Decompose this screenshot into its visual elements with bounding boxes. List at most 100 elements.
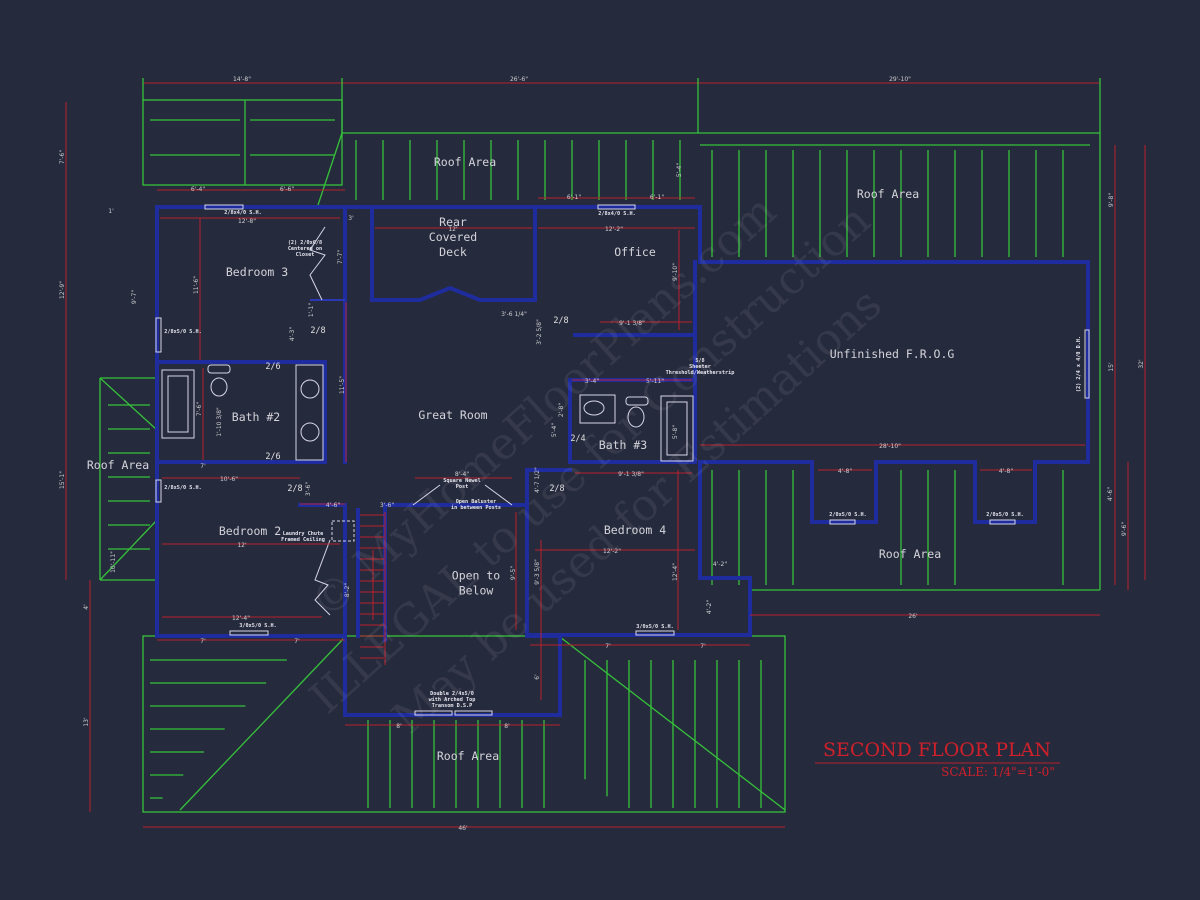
dimension-label: 9'-3 5/8" [534, 559, 541, 585]
dimension-label: 4'-2" [706, 600, 713, 614]
dimension-label: 5'-11" [646, 378, 664, 385]
room-label: Bath #2 [232, 410, 280, 424]
dimension-label: 12'-8" [238, 218, 256, 225]
annotation-note: 2/8x5/0 S.H. [164, 485, 201, 491]
door-size-label: 2/8 [553, 316, 568, 326]
dimension-label: 9'-6" [1121, 522, 1128, 536]
dimension-label: 9'-7" [131, 290, 138, 304]
dimension-label: 6'-1" [650, 194, 664, 201]
annotation-note: 5/8 [695, 358, 704, 364]
room-label: Bedroom 3 [226, 265, 288, 279]
room-label: Covered [429, 230, 477, 244]
dimension-label: 2'-8" [558, 403, 565, 417]
annotation-note: Post [456, 484, 469, 490]
dimension-label: 9'-5" [510, 566, 517, 580]
dimension-label: 6'-1" [567, 194, 581, 201]
annotation-note: (2) 2/0x6/8 [288, 240, 322, 246]
vanity-icon [295, 364, 324, 461]
dimension-label: 12'-4" [672, 563, 679, 581]
room-label: Bedroom 2 [219, 524, 281, 538]
dimension-label: 8'-2" [344, 583, 351, 597]
room-label: Office [614, 245, 656, 259]
dimension-label: 3'-6" [305, 482, 312, 496]
door-size-label: 2/6 [265, 362, 280, 372]
dimension-label: 4'-3" [289, 327, 296, 341]
plan-title: SECOND FLOOR PLAN [823, 739, 1051, 761]
dimension-label: 7' [200, 638, 206, 645]
door-size-label: 2/6 [265, 452, 280, 462]
dimension-label: 12'-9" [59, 281, 66, 299]
dimension-label: 6'-4" [191, 186, 205, 193]
dimension-label: 3'-2 5/8" [536, 319, 543, 345]
dimension-label: 5'-4" [676, 163, 683, 177]
annotation-note: Closet [296, 252, 315, 258]
dimension-label: 10'-11" [110, 551, 117, 573]
door-size-label: 2/4 [570, 434, 585, 444]
dimension-label: 10'-6" [220, 476, 238, 483]
room-label: Roof Area [857, 187, 919, 201]
dimension-label: 7' [605, 643, 611, 650]
room-label: Open to [452, 569, 501, 583]
dimension-label: 7'-6" [196, 402, 203, 416]
annotation-note: Open Baluster [456, 499, 497, 505]
dimension-label: 5'-8" [672, 425, 679, 439]
door-size-label: 2/8 [287, 484, 302, 494]
laundry-chute-icon [331, 520, 355, 542]
dimension-label: 15' [1108, 362, 1115, 372]
dimension-label: 9'-1 3/8" [618, 471, 644, 478]
room-label: Bedroom 4 [604, 523, 666, 537]
dimension-label: 7'-6" [59, 150, 66, 164]
dimension-label: 15'-1" [59, 471, 66, 489]
annotation-note: 2/0x5/0 S.H. [829, 512, 866, 518]
annotation-note: 3/0x5/0 S.H. [636, 624, 673, 630]
dimension-label: 3'-6 1/4" [501, 311, 527, 318]
dimension-label: 26' [908, 613, 918, 620]
dimension-label: 9'-10" [672, 263, 679, 281]
dimension-label: 4'-6" [1107, 487, 1114, 501]
fixtures [155, 204, 1090, 716]
toilet-icon [210, 377, 228, 397]
annotation-note: Transom D.S.P [432, 703, 473, 709]
dimension-label: 3' [348, 215, 354, 222]
dimension-lines [65, 78, 1146, 828]
bathtub-icon [660, 395, 694, 462]
dimension-label: 12' [448, 226, 458, 233]
annotation-note: Centered on [288, 246, 322, 252]
room-label: Great Room [418, 408, 487, 422]
annotation-note: 3/0x5/0 S.H. [239, 623, 276, 629]
dimension-label: 4'-7 1/2" [534, 467, 541, 493]
dimension-label: 3'-6" [380, 502, 394, 509]
dimension-label: 11'-6" [193, 276, 200, 294]
room-label: Roof Area [437, 749, 499, 763]
annotation-note: (2) 2/4 x 4/0 D.H. [1076, 336, 1082, 392]
dimension-label: 11'-5" [339, 376, 346, 394]
dimension-label: 1' [108, 208, 114, 215]
room-label: Deck [439, 245, 467, 259]
dimension-label: 4'-6" [326, 502, 340, 509]
door-size-label: 2/8 [310, 326, 325, 336]
sink-icon [579, 394, 616, 424]
dimension-label: 28'-10" [879, 443, 901, 450]
annotation-note: 2/0x5/0 S.H. [986, 512, 1023, 518]
annotation-note: Framed Ceiling [281, 537, 325, 543]
dimension-label: 4'-8" [838, 468, 852, 475]
dimension-label: 6' [534, 674, 541, 680]
dimension-label: 5'-4" [551, 423, 558, 437]
dimension-label: 6'-6" [280, 186, 294, 193]
dimension-label: 4'-2" [713, 561, 727, 568]
annotation-note: Threshold/Weatherstrip [666, 370, 735, 376]
annotation-note: with Arched Top [429, 697, 476, 703]
annotation-note: Square Newel [443, 478, 480, 484]
dimension-label: 4'-8" [999, 468, 1013, 475]
roof-lines [99, 99, 1101, 813]
annotation-note: 2/8x5/0 S.H. [164, 329, 201, 335]
annotation-note: 2/8x4/0 S.H. [224, 210, 261, 216]
dimension-label: 7' [294, 638, 300, 645]
dimension-label: 32' [1138, 359, 1145, 369]
dimension-label: 46' [458, 825, 468, 832]
annotation-note: 2/8x4/0 S.H. [598, 211, 635, 217]
plan-scale: SCALE: 1/4"=1'-0" [941, 765, 1055, 779]
staircase [360, 512, 386, 665]
bathtub-icon [161, 369, 195, 439]
